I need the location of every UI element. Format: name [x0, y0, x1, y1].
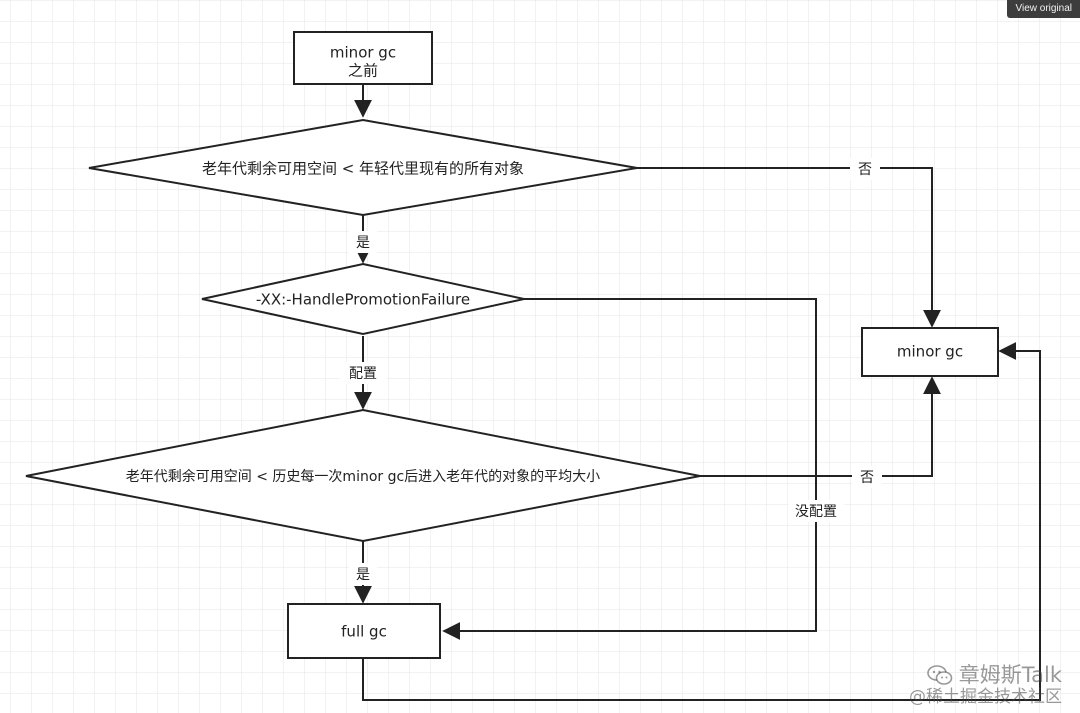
watermark: 章姆斯Talk @稀土掘金技术社区: [909, 663, 1062, 707]
decision3-label: 老年代剩余可用空间 < 历史每一次minor gc后进入老年代的对象的平均大小: [126, 468, 600, 485]
node-decision1: 老年代剩余可用空间 < 年轻代里现有的所有对象: [88, 118, 638, 217]
label-d2-configured: 配置: [349, 366, 377, 382]
node-start: minor gc 之前: [293, 31, 433, 85]
edges: [354, 85, 1041, 701]
decision2-label: -XX:-HandlePromotionFailure: [256, 291, 470, 309]
edge-decision3-no: [700, 376, 941, 477]
edge-decision1-no: [637, 167, 941, 328]
wechat-icon: [926, 665, 953, 685]
node-full-gc: full gc: [287, 603, 441, 659]
label-d1-yes: 是: [356, 235, 370, 251]
view-original-button[interactable]: View original: [1007, 0, 1080, 18]
full-gc-label: full gc: [341, 623, 387, 641]
watermark-line2: @稀土掘金技术社区: [909, 687, 1062, 707]
label-d2-not-configured: 没配置: [795, 504, 837, 520]
label-d1-no: 否: [858, 162, 872, 178]
node-minor-gc: minor gc: [861, 327, 999, 377]
edge-labels: 否 是 配置 没配置 否 是: [340, 158, 882, 585]
start-line1: minor gc: [330, 44, 396, 62]
minor-gc-label: minor gc: [897, 343, 963, 361]
node-decision2: -XX:-HandlePromotionFailure: [201, 262, 525, 336]
watermark-line1: 章姆斯Talk: [958, 663, 1062, 687]
edge-fullgc-to-minorgc: [362, 342, 1041, 701]
edge-decision2-not-configured: [442, 298, 817, 640]
decision1-label: 老年代剩余可用空间 < 年轻代里现有的所有对象: [202, 160, 524, 178]
start-line2: 之前: [348, 62, 378, 80]
label-d3-no: 否: [860, 470, 874, 486]
node-decision3: 老年代剩余可用空间 < 历史每一次minor gc后进入老年代的对象的平均大小: [25, 408, 701, 543]
label-d3-yes: 是: [356, 567, 370, 583]
